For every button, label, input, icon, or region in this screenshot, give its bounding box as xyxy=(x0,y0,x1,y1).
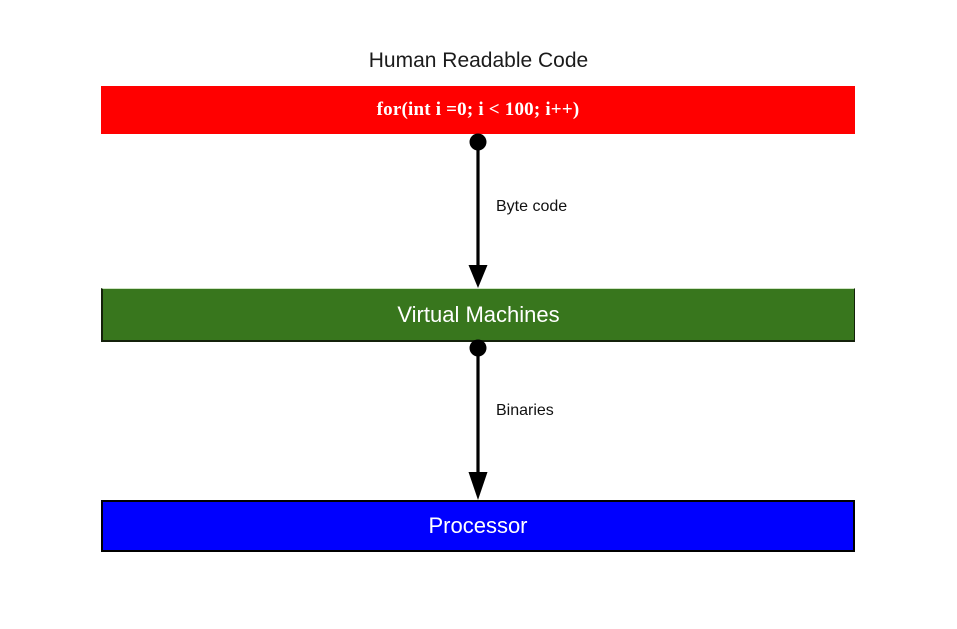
arrowhead-icon xyxy=(468,265,488,288)
arrowhead-icon xyxy=(468,472,488,500)
stage-box-human-readable-code[interactable]: for(int i =0; i < 100; i++) xyxy=(101,86,855,134)
connector-vm-to-cpu xyxy=(468,339,488,500)
connector-label-byte-code: Byte code xyxy=(496,198,568,215)
connector-start-dot-icon xyxy=(469,339,487,357)
connector-start-dot-icon xyxy=(469,133,487,151)
stage-box-virtual-machines[interactable]: Virtual Machines xyxy=(101,288,855,342)
connector-label-binaries: Binaries xyxy=(496,402,554,419)
stage-label-code: for(int i =0; i < 100; i++) xyxy=(376,99,580,120)
page-title: Human Readable Code xyxy=(368,49,589,72)
connector-code-to-vm xyxy=(468,133,488,288)
stage-box-processor[interactable]: Processor xyxy=(101,500,855,552)
stage-label-virtual-machines: Virtual Machines xyxy=(397,301,560,327)
stage-label-processor: Processor xyxy=(428,513,528,538)
